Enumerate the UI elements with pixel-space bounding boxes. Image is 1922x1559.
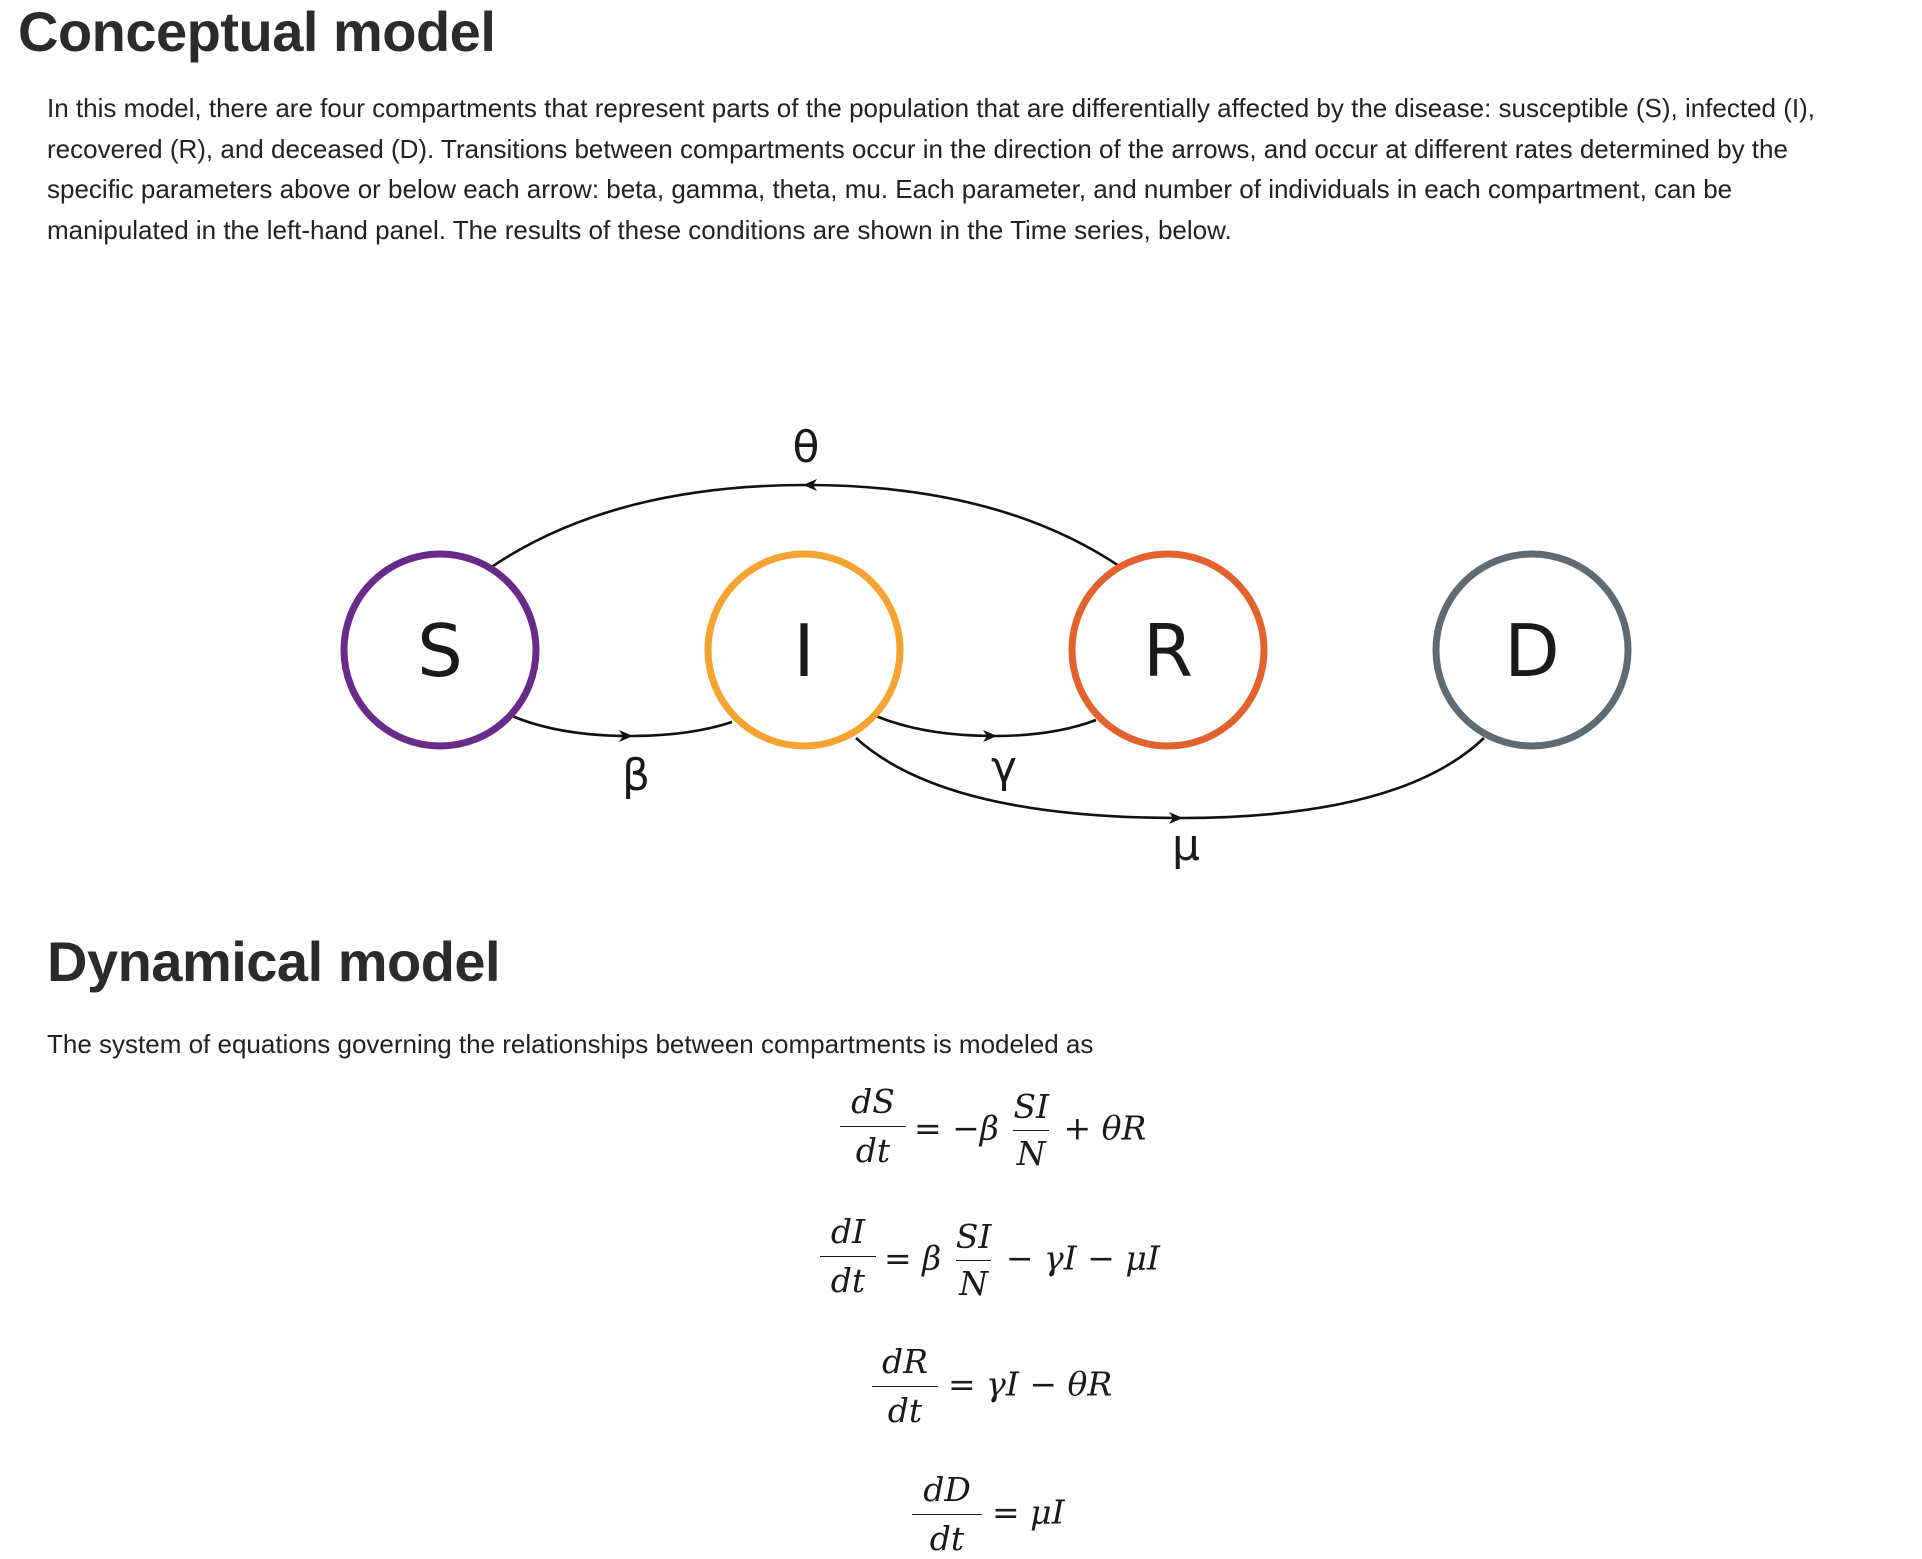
eq4-lhs-numerator: dD (923, 1470, 971, 1509)
node-r (1068, 550, 1268, 750)
edge-r-to-s-tail (489, 483, 807, 570)
edge-i-to-r (875, 714, 997, 742)
edge-i-to-d-tail (1179, 737, 1485, 820)
eq2-rhs-frac-num: SI (955, 1217, 992, 1256)
eq3-rhs: = γI − θR (948, 1364, 1113, 1404)
eq4-rhs: = μI (992, 1492, 1065, 1532)
conceptual-model-description: In this model, there are four compartmen… (47, 93, 1815, 245)
node-i-label: I (793, 609, 814, 693)
edge-i-to-d (855, 737, 1183, 824)
sird-diagram: S I R D θ β γ μ (340, 422, 1632, 871)
edge-label-theta: θ (793, 422, 820, 473)
eq4-lhs-denominator: dt (929, 1519, 965, 1558)
edge-label-beta: β (622, 750, 650, 801)
eq1-rhs-frac-num: SI (1013, 1087, 1050, 1126)
node-r-label: R (1143, 609, 1193, 693)
eq2-lhs-numerator: dI (830, 1212, 866, 1251)
eq2-rhs-frac-den: N (959, 1264, 988, 1303)
eq1-rhs-post: + θR (1063, 1108, 1147, 1148)
eq1-lhs-numerator: dS (851, 1082, 895, 1121)
edge-label-gamma: γ (991, 742, 1017, 793)
edge-s-to-i-tail (629, 720, 733, 738)
node-s (340, 550, 540, 750)
eq3-lhs-numerator: dR (882, 1342, 928, 1381)
eq1-lhs-denominator: dt (855, 1131, 891, 1170)
dynamical-model-title: Dynamical model (47, 930, 501, 993)
eq1-rhs-frac-den: N (1016, 1134, 1046, 1173)
node-d-label: D (1504, 609, 1559, 693)
eq2-rhs-pre: = β (884, 1238, 942, 1278)
node-s-label: S (417, 609, 463, 693)
node-i (704, 550, 904, 750)
node-d (1432, 550, 1632, 750)
conceptual-model-title: Conceptual model (18, 0, 496, 63)
eq2-lhs-denominator: dt (830, 1261, 866, 1300)
edge-i-to-r-tail (993, 718, 1097, 738)
edge-label-mu: μ (1172, 820, 1200, 871)
eq1-rhs-pre: = −β (914, 1108, 999, 1148)
eq3-lhs-denominator: dt (887, 1391, 923, 1430)
edge-r-to-s (803, 479, 1123, 570)
dynamical-model-description: The system of equations governing the re… (47, 1029, 1094, 1059)
edge-s-to-i (511, 714, 633, 742)
eq2-rhs-post: − γI − μI (1005, 1238, 1160, 1278)
